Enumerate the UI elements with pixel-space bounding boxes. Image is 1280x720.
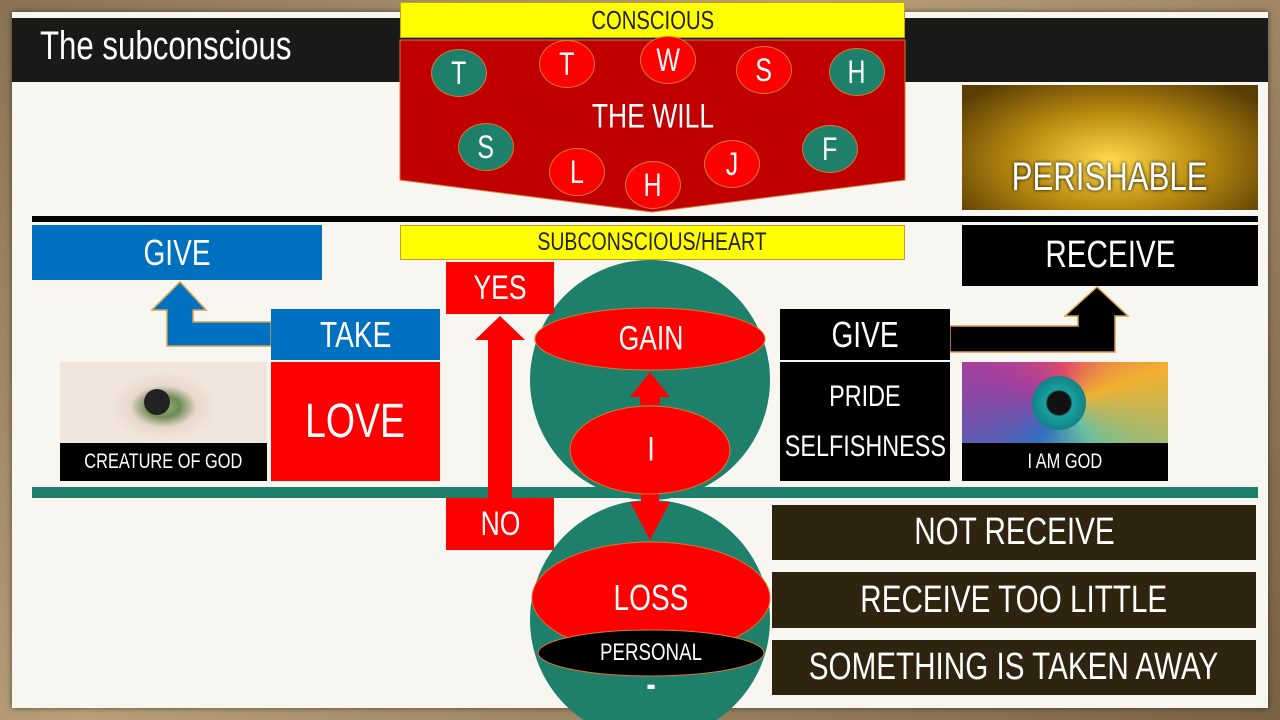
will-letter: H [847,53,867,90]
will-letter-circle: S [458,123,514,171]
love-box: LOVE [271,362,440,481]
i-am-god-caption-text: I AM GOD [1027,450,1103,473]
receive-box: RECEIVE [962,225,1258,286]
will-letter: L [570,153,584,190]
minus-text: - [646,663,656,704]
will-letter-circle: H [625,161,681,209]
conscious-banner: CONSCIOUS [400,2,905,38]
eye-pupil-icon [144,389,170,415]
loss-label: LOSS [603,577,699,619]
give-to-receive-arrow [949,285,1130,353]
outcome-something-taken-away: SOMETHING IS TAKEN AWAY [772,640,1256,695]
i-text: I [647,430,655,469]
outcome-not-receive: NOT RECEIVE [772,505,1256,560]
down-arrow-to-loss [630,480,670,540]
creature-of-god-caption: CREATURE OF GOD [60,443,267,481]
conscious-divider-line [32,216,1258,222]
give-box-left: GIVE [32,225,322,280]
no-label: NO [480,504,520,543]
take-to-give-arrow [150,280,272,347]
no-to-yes-arrow [475,316,525,498]
minus-sign: - [645,663,657,705]
will-letter: H [643,166,663,203]
loss-text: LOSS [613,577,689,618]
i-am-god-caption: I AM GOD [962,443,1168,481]
will-letter: J [725,145,739,182]
will-label-text: THE WILL [591,97,715,136]
perishable-label: PERISHABLE [1012,155,1208,199]
perishable-treasure-image: PERISHABLE [962,85,1258,210]
outcome-text: NOT RECEIVE [913,511,1115,553]
receive-label: RECEIVE [1044,234,1176,276]
give-right-label: GIVE [831,313,899,355]
will-letter: T [451,54,467,91]
will-letter-circle: J [704,140,760,188]
pride-label: PRIDE [829,379,901,413]
take-box: TAKE [271,309,440,360]
will-letter-circle: H [829,48,885,96]
gain-text: GAIN [618,319,684,358]
page-title-text: The subconscious [40,24,292,68]
yes-label: YES [473,268,527,307]
will-letter: F [822,130,838,167]
selfishness-label: SELFISHNESS [784,429,946,463]
i-label: I [646,431,655,470]
no-box: NO [446,498,554,550]
eye-image-creature [60,362,267,443]
yes-box: YES [446,262,554,314]
will-letter-circle: L [549,148,605,196]
page-title: The subconscious [40,24,362,69]
outcome-receive-too-little: RECEIVE TOO LITTLE [772,572,1256,628]
love-label: LOVE [305,395,406,448]
personal-label: PERSONAL [586,639,717,667]
personal-ellipse [537,629,765,677]
will-letter-circle: W [640,36,696,84]
will-label: THE WILL [575,98,732,137]
outcome-text: SOMETHING IS TAKEN AWAY [809,646,1219,688]
will-letter: W [656,41,680,78]
will-letter-circle: F [802,125,858,173]
eye-image-i-am-god [962,362,1168,443]
personal-text: PERSONAL [600,639,702,666]
will-letter-circle: T [431,49,487,97]
will-letter: T [559,45,575,82]
gain-label: GAIN [609,320,692,359]
subconscious-banner: SUBCONSCIOUS/HEART [400,225,905,260]
eye-iris-icon [1032,376,1086,430]
creature-caption-text: CREATURE OF GOD [84,450,243,473]
will-letter: S [477,128,495,165]
take-label: TAKE [319,313,392,355]
will-letter: S [755,51,773,88]
subconscious-label: SUBCONSCIOUS/HEART [537,228,768,256]
i-ellipse [569,405,731,495]
give-box-right: GIVE [780,309,950,360]
give-label: GIVE [143,231,211,273]
pride-selfishness-box: PRIDE SELFISHNESS [780,362,950,481]
up-arrow-to-gain [630,372,670,405]
outcome-text: RECEIVE TOO LITTLE [860,578,1168,621]
will-letter-circle: S [736,46,792,94]
gain-ellipse [534,307,766,371]
conscious-label: CONSCIOUS [591,4,714,35]
will-letter-circle: T [539,40,595,88]
